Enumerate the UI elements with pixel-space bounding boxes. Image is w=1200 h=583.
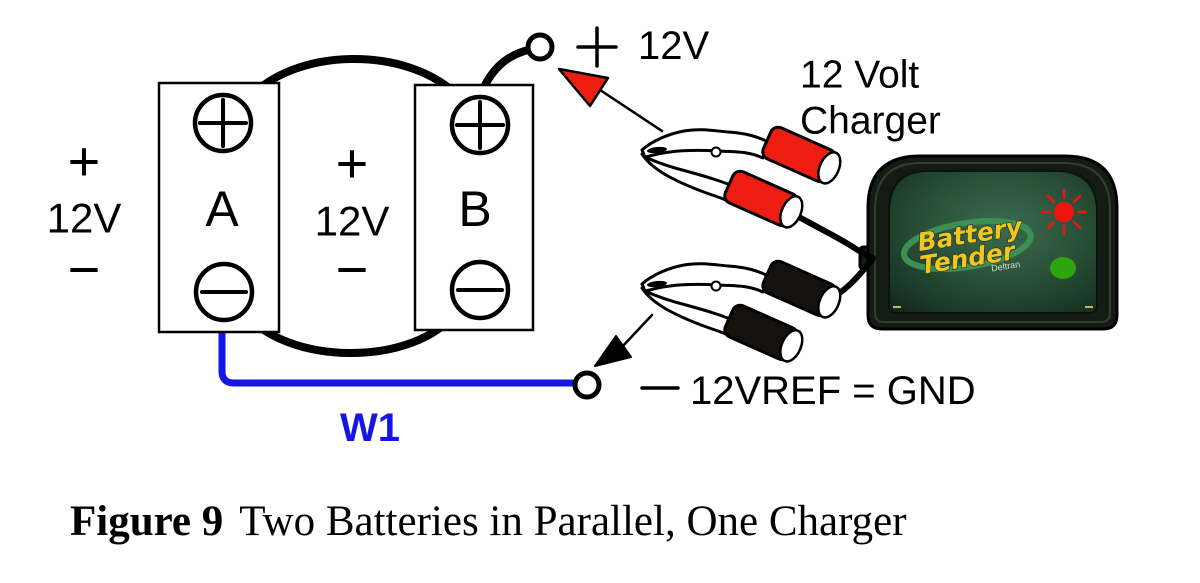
figure-caption: Figure 9 Two Batteries in Parallel, One C… — [70, 498, 907, 545]
wire-w1-label: W1 — [340, 406, 400, 450]
clip-handle-bottom — [723, 169, 804, 229]
positive-pointer — [557, 67, 664, 133]
red-arrow-icon — [557, 67, 610, 108]
pointer-line — [620, 313, 654, 349]
figure-caption-text: Two Batteries in Parallel, One Charger — [239, 498, 906, 545]
clip-jaw-slot — [647, 280, 667, 288]
positive-node-label: 12V — [638, 24, 709, 68]
plus-symbol: + — [68, 130, 101, 193]
plus-icon — [198, 98, 248, 148]
battery-b-label: B — [458, 181, 491, 237]
charger-led-red — [1040, 188, 1088, 236]
red-clip — [640, 125, 842, 229]
left-rail-labels: + 12V − — [47, 130, 122, 301]
logo-subtext: Deltran — [991, 259, 1021, 273]
charger-panel — [888, 170, 1098, 314]
charger-title-line2: Charger — [800, 100, 941, 143]
ground-wire-w1 — [218, 314, 578, 387]
ground-node-circle — [572, 370, 602, 400]
battery-a-label: A — [205, 181, 239, 237]
black-arrow-icon — [594, 335, 632, 367]
logo-swoosh-icon — [901, 218, 1034, 272]
red-led-icon — [1054, 202, 1074, 222]
ground-node-label: 12VREF = GND — [690, 369, 976, 413]
clip-pivot — [710, 280, 722, 292]
ground-pointer — [594, 313, 654, 367]
charger-ridge — [874, 162, 1111, 323]
clip-handle-bottom — [723, 303, 804, 363]
clip-jaw-slot — [647, 146, 667, 154]
charger: 12 Volt Charger Batter — [800, 54, 1119, 331]
positive-node: 12V — [525, 24, 709, 68]
red-clip-cord — [787, 209, 876, 261]
positive-node-circle — [525, 32, 555, 62]
voltage-label: 12V — [315, 198, 390, 245]
ground-node: 12VREF = GND — [572, 369, 976, 413]
green-led-icon — [1050, 257, 1076, 279]
battery-tender-logo: Battery Tender Deltran — [901, 211, 1034, 281]
plus-icon — [455, 100, 505, 150]
pointer-line — [598, 88, 664, 133]
plus-icon — [576, 26, 618, 68]
clip-handle-top — [761, 125, 842, 185]
minus-symbol: − — [336, 238, 369, 301]
figure-caption-number: Figure 9 — [70, 498, 223, 545]
led-rays-icon — [1040, 188, 1088, 236]
minus-symbol: − — [68, 238, 101, 301]
battery-a: A — [157, 81, 281, 334]
charger-title-line1: 12 Volt — [800, 54, 919, 97]
black-clip — [640, 259, 842, 363]
plus-symbol: + — [336, 132, 369, 195]
battery-b: B — [413, 83, 535, 332]
clip-upper-jaw — [640, 128, 774, 160]
clip-upper-jaw — [640, 262, 774, 294]
clip-handle-top — [761, 259, 842, 319]
mid-rail-labels: + 12V − — [315, 132, 390, 301]
voltage-label: 12V — [47, 195, 122, 242]
clip-pivot — [710, 146, 722, 158]
